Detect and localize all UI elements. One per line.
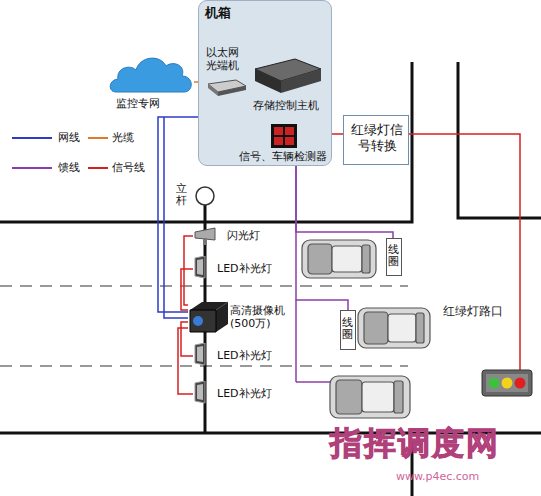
cabinet-box: 机箱以太网光端机存储控制主机信号、车辆检测器 <box>198 0 332 166</box>
node-label: 以太网光端机 <box>206 46 248 72</box>
led-fill-light: LED补光灯 <box>193 256 277 282</box>
node-label: 线圈 <box>342 317 353 341</box>
legend-text: 信号线 <box>112 161 145 174</box>
wire-connector <box>296 165 393 238</box>
intersection-label: 红绿灯路口 <box>443 304 503 318</box>
node-label: 红绿灯信号转换 <box>348 122 406 153</box>
optical-transceiver: 以太网光端机 <box>206 46 250 96</box>
led-fill-light: LED补光灯 <box>193 381 277 407</box>
led-fill-light: LED补光灯 <box>193 343 277 369</box>
watermark-url: www.p4ec.com <box>396 470 479 483</box>
node-label: 立杆 <box>176 183 187 207</box>
wire-connector <box>178 328 193 394</box>
signal-converter-box: 红绿灯信号转换 <box>343 115 409 165</box>
legend-text: 馈线 <box>58 161 80 174</box>
vehicle-detector: 信号、车辆检测器 <box>237 123 329 165</box>
node-label: 机箱 <box>205 5 231 21</box>
pole: 立杆 <box>176 181 216 211</box>
loop-coil: 线圈 <box>340 310 356 350</box>
wire-connector <box>184 236 193 305</box>
loop-coil: 线圈 <box>386 238 402 276</box>
flash-lamp: 闪光灯 <box>193 226 265 246</box>
watermark: 指挥调度网 <box>330 424 500 462</box>
storage-host: 存储控制主机 <box>251 53 325 113</box>
network-cloud: 监控专网 <box>108 52 194 112</box>
node-label: 存储控制主机 <box>253 99 327 112</box>
node-label: 线圈 <box>388 244 399 268</box>
node-label: 监控专网 <box>116 97 194 110</box>
node-label: LED补光灯 <box>217 349 272 362</box>
node-label: 闪光灯 <box>227 229 260 242</box>
node-label: LED补光灯 <box>217 387 272 400</box>
wire-connector <box>296 165 348 310</box>
node-label: LED补光灯 <box>217 262 272 275</box>
legend-text: 网线 <box>58 131 80 144</box>
hd-camera: 高清摄像机 (500万) <box>188 300 292 334</box>
node-label: 高清摄像机 (500万) <box>230 304 290 330</box>
wire-connector <box>181 269 193 310</box>
legend-text: 光缆 <box>112 131 134 144</box>
node-label: 信号、车辆检测器 <box>237 150 329 163</box>
